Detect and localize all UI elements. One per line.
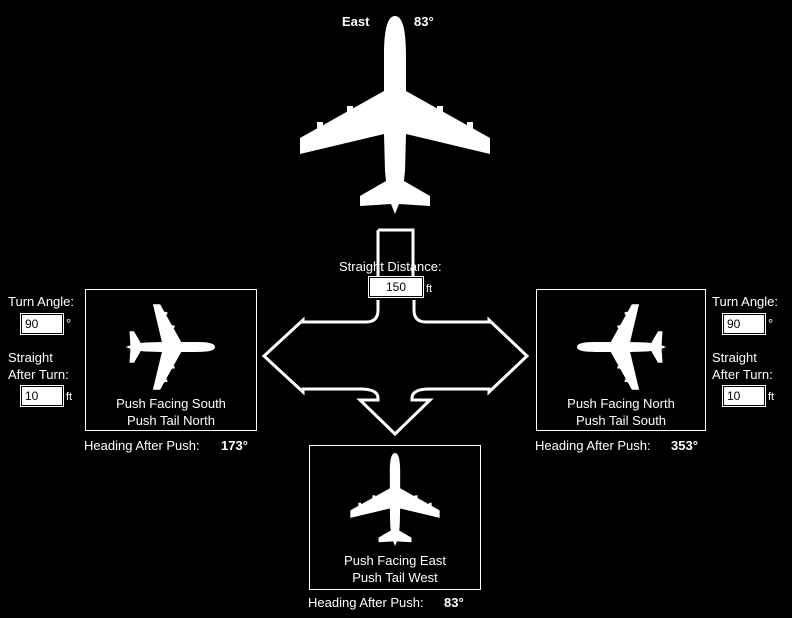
arrow-straight-up <box>376 228 415 278</box>
arrow-body <box>261 300 530 437</box>
right-straight-label-2: After Turn: <box>712 367 773 382</box>
left-straight-after-turn-input[interactable] <box>20 385 64 407</box>
right-tail-text: Push Tail South <box>575 413 667 428</box>
right-turn-angle-unit: ° <box>768 316 774 331</box>
right-facing-text: Push Facing North <box>567 396 675 411</box>
push-option-right[interactable]: Push Facing North Push Tail South <box>536 289 706 431</box>
right-straight-after-turn-input[interactable] <box>722 385 766 407</box>
current-heading: 83° <box>414 14 434 29</box>
left-tail-text: Push Tail North <box>127 413 215 428</box>
right-turn-angle-input[interactable] <box>722 313 766 335</box>
airplane-right-icon <box>577 304 667 390</box>
left-heading-label: Heading After Push: <box>84 438 200 453</box>
right-turn-angle-label: Turn Angle: <box>712 294 779 309</box>
left-straight-unit: ft <box>66 391 73 403</box>
left-turn-angle-label: Turn Angle: <box>8 294 75 309</box>
bottom-heading-value: 83° <box>444 595 464 610</box>
right-heading-label: Heading After Push: <box>535 438 651 453</box>
left-heading-value: 173° <box>221 438 248 453</box>
left-straight-label-2: After Turn: <box>8 367 69 382</box>
straight-distance-unit: ft <box>426 283 433 295</box>
bottom-tail-text: Push Tail West <box>352 570 438 585</box>
straight-distance-label: Straight Distance: <box>339 259 442 274</box>
left-turn-angle-input[interactable] <box>20 313 64 335</box>
right-straight-label-1: Straight <box>712 350 757 365</box>
airplane-bottom-icon <box>350 453 440 547</box>
left-turn-angle-unit: ° <box>66 316 72 331</box>
bottom-facing-text: Push Facing East <box>344 553 446 568</box>
airplane-left-icon <box>125 304 215 390</box>
bottom-heading-label: Heading After Push: <box>308 595 424 610</box>
left-straight-label-1: Straight <box>8 350 53 365</box>
push-option-left[interactable]: Push Facing South Push Tail North <box>85 289 257 431</box>
straight-distance-input[interactable] <box>368 276 424 298</box>
current-direction: East <box>342 14 370 29</box>
right-heading-value: 353° <box>671 438 698 453</box>
right-straight-unit: ft <box>768 391 775 403</box>
push-option-bottom[interactable]: Push Facing East Push Tail West <box>309 445 481 590</box>
left-facing-text: Push Facing South <box>116 396 226 411</box>
